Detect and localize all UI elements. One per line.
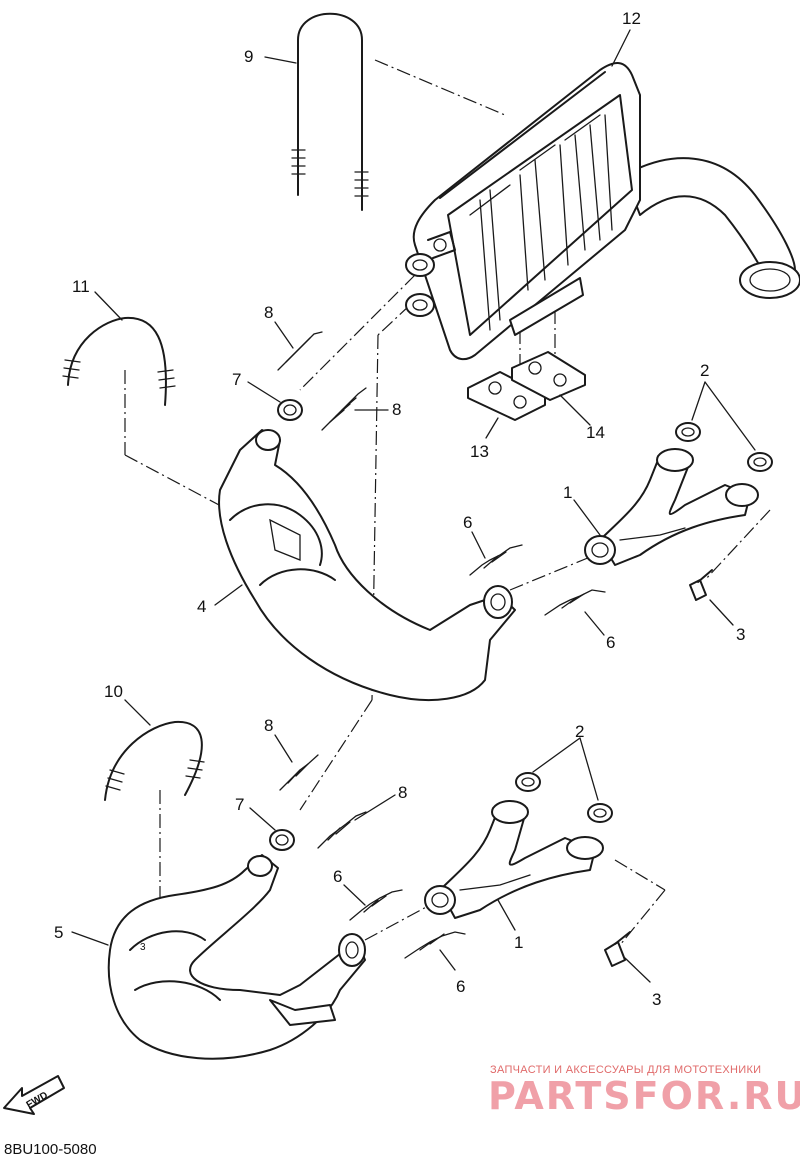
callout-5: 5	[54, 923, 63, 942]
exhaust-pipe-part-5	[107, 854, 366, 1060]
callout-9: 9	[244, 47, 253, 66]
callout-1a: 1	[563, 483, 572, 502]
manifold-part-1-lower	[424, 800, 604, 919]
watermark-brand: PARTSFOR.RU	[488, 1074, 800, 1118]
watermark-tagline: ЗАПЧАСТИ И АКСЕССУАРЫ ДЛЯ МОТОТЕХНИКИ	[490, 1064, 762, 1076]
diagram-code: 8BU100-5080	[4, 1141, 97, 1158]
callout-1b: 1	[514, 933, 523, 952]
fwd-arrow: FWD	[3, 1075, 65, 1115]
callout-13: 13	[470, 442, 489, 461]
callout-10: 10	[104, 682, 123, 701]
spring-part-11	[62, 316, 176, 406]
callout-6a: 6	[463, 513, 472, 532]
callout-12: 12	[622, 9, 641, 28]
callout-6b: 6	[606, 633, 615, 652]
callout-2a: 2	[700, 361, 709, 380]
callout-mark-on-part-5: 3	[140, 942, 146, 953]
callout-3b: 3	[652, 990, 661, 1009]
callout-4: 4	[197, 597, 206, 616]
callout-8d: 8	[398, 783, 407, 802]
callout-2b: 2	[575, 722, 584, 741]
callout-3a: 3	[736, 625, 745, 644]
silencer-part-12	[405, 62, 800, 361]
gaskets	[269, 399, 773, 851]
spring-part-10	[104, 720, 205, 801]
callout-6c: 6	[333, 867, 342, 886]
callout-7a: 7	[232, 370, 241, 389]
callout-8a: 8	[264, 303, 273, 322]
manifold-part-1-upper	[584, 448, 759, 566]
callout-8b: 8	[392, 400, 401, 419]
callout-8c: 8	[264, 716, 273, 735]
callouts: 9 12 11 8 7 8 13 14 2 1 6 4 6 3 10 8 2	[54, 9, 756, 1009]
callout-7b: 7	[235, 795, 244, 814]
callout-11: 11	[72, 277, 90, 296]
mount-parts-13-14	[467, 351, 586, 421]
spring-part-9	[291, 12, 369, 211]
callout-14: 14	[586, 423, 605, 442]
exhaust-pipe-part-4	[218, 429, 516, 701]
callout-6d: 6	[456, 977, 465, 996]
small-springs	[277, 331, 606, 959]
bolts	[604, 569, 713, 967]
